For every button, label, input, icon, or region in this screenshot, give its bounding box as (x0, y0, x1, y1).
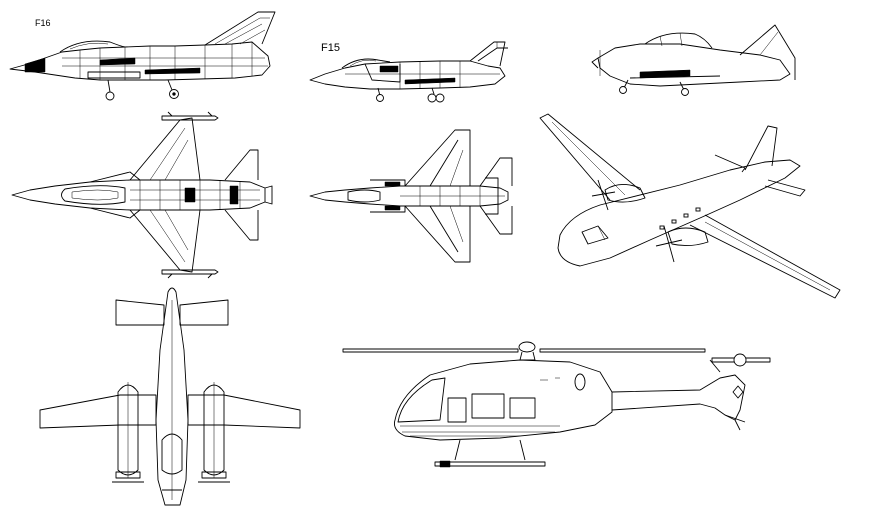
f16-side-view (9, 11, 276, 101)
helicopter-side-view (342, 341, 771, 468)
f15-side-view (309, 41, 508, 103)
trainer-side-view (591, 24, 796, 96)
f16-top-view (11, 111, 273, 279)
turboprop-perspective (539, 113, 841, 299)
f16-label: F16 (35, 18, 51, 28)
twin-engine-top-view (39, 287, 301, 506)
f15-label: F15 (321, 42, 340, 54)
f15-top-view (309, 129, 513, 263)
